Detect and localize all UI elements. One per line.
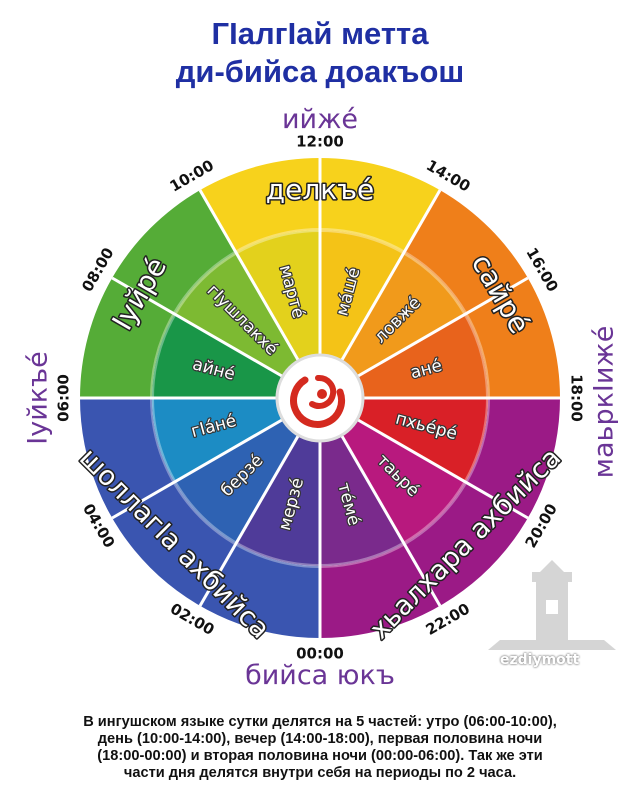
divider-line: [111, 276, 284, 378]
direction-top: ийжé: [281, 104, 359, 135]
inner-segment: [320, 230, 404, 361]
time-label: 18:00: [568, 374, 586, 422]
divider-line: [356, 418, 529, 520]
inner-ring: [152, 230, 488, 566]
center-logo: [275, 353, 365, 443]
inner-segment: [174, 252, 299, 377]
divider-line: [111, 418, 284, 520]
time-label: 00:00: [296, 645, 344, 663]
direction-bottom: бийса юкъ: [245, 660, 395, 691]
inner-segment: [236, 230, 320, 361]
inner-segment: [341, 419, 466, 544]
inner-segment: [320, 435, 404, 566]
watermark-tower: [488, 560, 616, 650]
divider-line: [340, 434, 442, 607]
inner-segment: [236, 435, 320, 566]
outer-segment: [80, 190, 236, 398]
outer-segment: [80, 398, 320, 638]
inner-segment: [152, 314, 283, 398]
divider-line: [340, 189, 442, 362]
divider-line: [356, 276, 529, 378]
inner-segment: [357, 314, 488, 398]
logo-swirl-icon: [309, 374, 337, 409]
logo-icon: [290, 376, 346, 428]
inner-segment: [341, 252, 466, 377]
footer-line: части дня делятся внутри себя на периоды…: [123, 765, 517, 781]
outer-segment: [320, 398, 560, 638]
footer-line: (18:00-00:00) и вторая половина ночи (00…: [97, 748, 543, 764]
divider-line: [198, 189, 300, 362]
inner-segment: [174, 419, 299, 544]
footer-line: день (10:00-14:00), вечер (14:00-18:00),…: [97, 731, 543, 747]
divider-line: [198, 434, 300, 607]
inner-segment: [152, 398, 283, 482]
inner-segment: [357, 398, 488, 482]
time-label: 06:00: [55, 374, 73, 422]
outer-segment-label: делкъé: [266, 173, 374, 206]
time-label: 12:00: [296, 133, 344, 151]
footer-description: В ингушском языке сутки делятся на 5 час…: [20, 714, 620, 782]
title-line-2: ди-бийса доакъош: [175, 54, 465, 89]
title-line-1: ГIалгIай метта: [211, 16, 429, 51]
outer-segment: [404, 190, 560, 398]
watermark-label: ezdiymott: [500, 652, 580, 668]
footer-line: В ингушском языке сутки делятся на 5 час…: [83, 714, 557, 730]
divider-lines: [80, 158, 560, 638]
